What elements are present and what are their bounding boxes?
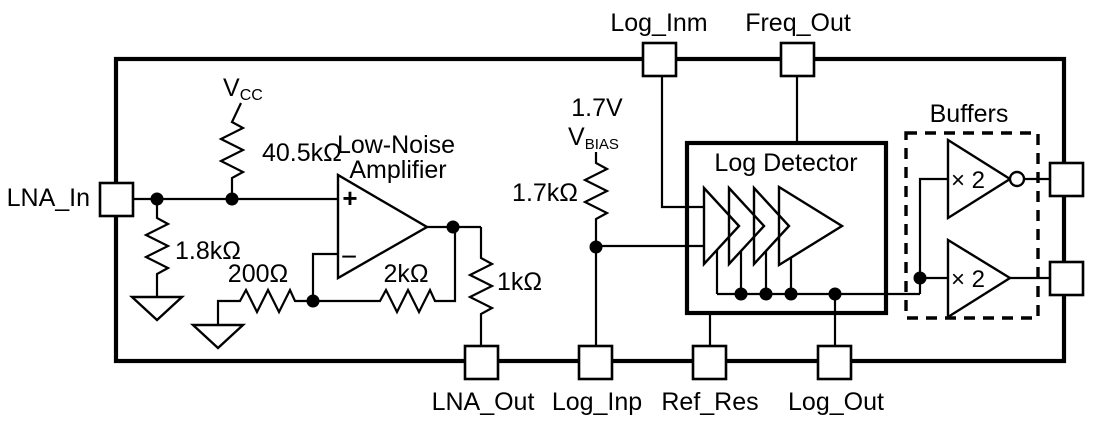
lna-title-line1: Low-Noise	[337, 131, 455, 159]
resistor-label-feedback: 2kΩ	[383, 260, 428, 288]
detector-stage-triangle	[752, 184, 791, 268]
detector-stage-triangle	[702, 184, 741, 268]
pin-label-lna-out: LNA_Out	[432, 388, 535, 416]
opamp-triangle	[336, 172, 430, 281]
resistor-label-output: 1kΩ	[497, 268, 542, 296]
wire-detector-drops	[715, 250, 793, 294]
resistor-input-shunt	[143, 199, 171, 297]
buffer-bottom-gain-label: × 2	[951, 266, 985, 293]
buffers-box	[904, 131, 1040, 320]
resistor-input-pullup	[218, 102, 246, 199]
opamp-minus-sign: −	[341, 241, 357, 272]
resistor-label-input-shunt: 1.8kΩ	[175, 237, 241, 265]
junction-dot	[759, 287, 773, 301]
resistor-feedback	[313, 227, 457, 315]
resistor-label-input-pullup: 40.5kΩ	[262, 139, 342, 167]
junction-dot	[589, 240, 603, 254]
log-detector-title: Log Detector	[714, 149, 857, 177]
wire-inverting-input	[311, 252, 338, 301]
buffer-bottom-triangle	[946, 237, 1013, 320]
vcc-label: VCC	[223, 74, 263, 104]
ground-icon	[189, 323, 247, 350]
buffer-top-triangle	[946, 137, 1013, 221]
buffer-top-gain-label: × 2	[951, 167, 985, 194]
pin-output-top-right	[1048, 161, 1085, 198]
detector-stage-triangle	[777, 184, 845, 268]
junction-dot	[913, 271, 927, 285]
detector-stage-triangle	[727, 184, 766, 268]
junction-dot	[828, 287, 842, 301]
pin-label-log-inp: Log_Inp	[552, 388, 642, 416]
junction-dot	[306, 294, 320, 308]
ground-icon	[128, 295, 186, 322]
pin-log-inm	[641, 41, 678, 78]
buffers-title: Buffers	[930, 100, 1009, 128]
resistor-gain-set	[216, 287, 313, 325]
vbias-label: VBIAS	[568, 123, 619, 153]
vbias-subscript: BIAS	[585, 136, 619, 153]
pin-output-bottom-right	[1048, 260, 1085, 297]
vcc-subscript: CC	[240, 87, 263, 104]
resistor-bias	[582, 152, 610, 247]
resistor-label-gain-set: 200Ω	[228, 260, 288, 288]
log-detector-box	[684, 140, 889, 316]
pin-label-log-inm: Log_Inm	[610, 9, 707, 37]
junction-dot	[150, 192, 164, 206]
junction-dot	[225, 192, 239, 206]
vbias-value-label: 1.7V	[571, 94, 623, 122]
junction-dot	[446, 220, 460, 234]
pin-label-lna-in: LNA_In	[7, 184, 90, 212]
pin-lna-out	[463, 344, 500, 381]
vcc-symbol: V	[223, 74, 240, 102]
lna-title-line2: Amplifier	[349, 156, 446, 184]
resistor-label-bias: 1.7kΩ	[512, 179, 578, 207]
junction-dot	[734, 287, 748, 301]
pin-ref-res	[691, 344, 728, 381]
pin-log-out	[816, 344, 853, 381]
pin-label-ref-res: Ref_Res	[661, 388, 758, 416]
junction-dot	[784, 287, 798, 301]
wire-log-inm-net	[660, 76, 704, 209]
pin-log-inp	[577, 344, 614, 381]
vbias-symbol: V	[568, 123, 585, 151]
pin-label-log-out: Log_Out	[788, 388, 884, 416]
resistor-output	[467, 227, 495, 346]
opamp-plus-sign: +	[342, 183, 357, 213]
pin-label-freq-out: Freq_Out	[745, 9, 851, 37]
pin-freq-out	[779, 41, 816, 78]
pin-lna-in	[98, 181, 135, 218]
inverter-bubble-icon	[1008, 170, 1026, 188]
